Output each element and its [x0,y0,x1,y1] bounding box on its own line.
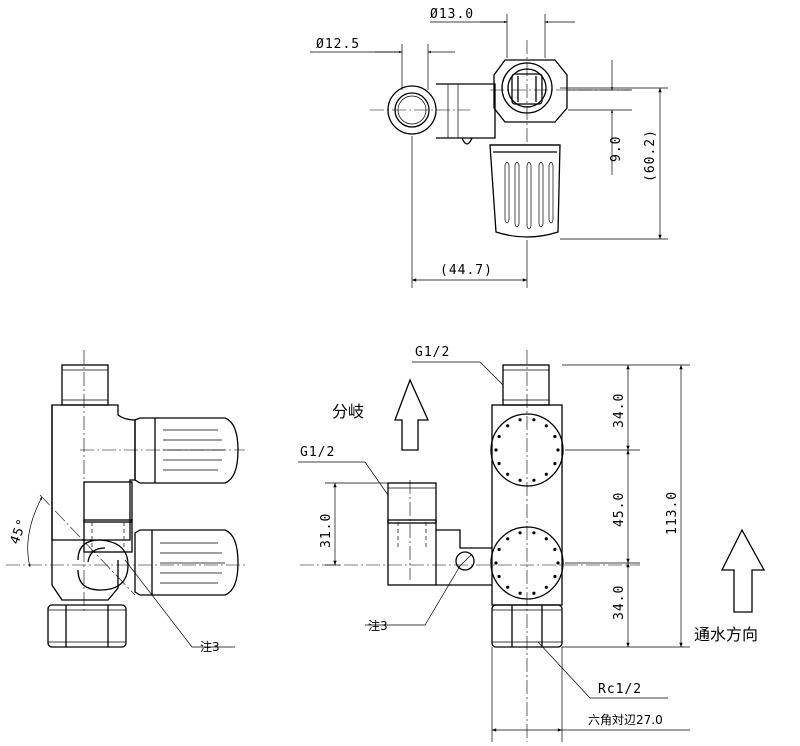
front-g12-branch-leader [364,461,389,496]
valve-dot [556,448,560,452]
top-hex-inner [507,68,547,108]
valve-dot [518,531,522,535]
front-top-thread [502,364,550,406]
front-g12-branch-label: G1/2 [300,445,335,460]
top-view: Ø13.0 Ø12.5 9.0 (60.2) (44.7) [310,7,668,288]
side-mid-block2 [83,519,133,553]
top-left-port-bore [397,95,427,125]
top-body [436,83,496,139]
valve-dot [518,591,522,595]
side-lower-knob-ribs [160,542,225,584]
top-left-port-inner [394,92,430,128]
valve-dot [506,585,510,589]
rc-label: Rc1/2 [598,682,642,697]
top-knob-ribs [504,162,554,230]
front-note-label: 注3 [368,618,388,633]
valve-dot [544,472,548,476]
hex-label: 六角対辺27.0 [588,713,663,727]
front-note-leader [365,565,461,626]
valve-dot [497,574,501,579]
valve-dot [494,561,498,565]
top-valve-stem [511,73,543,105]
side-view: 45° 注3 [6,350,245,654]
front-g12-top-label: G1/2 [415,345,450,360]
valve-dot [518,478,522,482]
valve-dot [532,591,536,595]
front-upper-valve [490,413,564,487]
front-view: G1/2 G1/2 31.0 分岐 注3 34.0 45.0 34.0 113.… [298,345,766,742]
branch-arrow-icon [394,378,430,451]
side-lower-knob [134,529,239,596]
top-body-tab [461,137,473,145]
front-valve-dots [494,418,560,595]
dim-602-label: (60.2) [643,129,658,182]
rc-leader [537,641,591,699]
valve-dot [553,547,557,552]
front-branch-body [387,519,437,586]
dim-13-label: Ø13.0 [430,7,474,22]
dim-9-label: 9.0 [609,136,624,162]
flow-arrow-icon [720,528,766,613]
side-upper-knob [134,417,239,484]
side-45-label: 45° [8,516,31,546]
valve-dot [532,531,536,535]
branch-label: 分岐 [332,402,364,421]
side-45-arc [27,496,43,568]
valve-dot [506,424,510,428]
side-upper-knob-ribs [163,429,225,471]
valve-dot [553,461,557,466]
front-plug-slot [458,554,472,568]
dim-34a-label: 34.0 [612,393,627,428]
valve-dot [544,537,548,541]
side-mid-block [83,481,133,523]
dim-113-label: 113.0 [665,491,680,535]
valve-dot [553,574,557,579]
side-lower-round-detail [87,547,106,563]
top-hex-circle [501,62,553,114]
valve-dot [497,547,501,552]
front-lower-valve [490,526,564,600]
side-45-line [39,494,136,596]
top-hex-nut [493,59,568,123]
dim-447-label: (44.7) [440,263,493,278]
dim-31-label: 31.0 [319,513,334,548]
side-lower-round [77,539,129,591]
valve-dot [544,585,548,589]
valve-dot [497,461,501,466]
side-hex-nut [47,604,127,648]
top-left-port-outer [387,85,437,135]
dim-125-label: Ø12.5 [316,37,360,52]
front-hex-nut [491,604,563,648]
side-note-label: 注3 [200,639,220,654]
valve-dot [532,478,536,482]
top-knob [489,144,561,238]
side-note-leader [124,559,235,648]
front-branch-thread [387,482,437,524]
valve-dot [518,418,522,422]
side-body-upper [51,404,136,541]
valve-dot [553,434,557,439]
valve-dot [497,434,501,439]
side-body-outline [51,405,119,601]
valve-dot [506,537,510,541]
valve-dot [544,424,548,428]
valve-dot [532,418,536,422]
flow-label: 通水方向 [694,625,758,644]
front-g12-top-leader [479,361,504,386]
front-plug [455,551,475,571]
valve-dot [506,472,510,476]
side-top-thread [61,364,109,406]
front-branch-connector [436,529,492,549]
dim-45-label: 45.0 [612,492,627,527]
valve-dot [556,561,560,565]
valve-dot [494,448,498,452]
dim-34b-label: 34.0 [612,585,627,620]
